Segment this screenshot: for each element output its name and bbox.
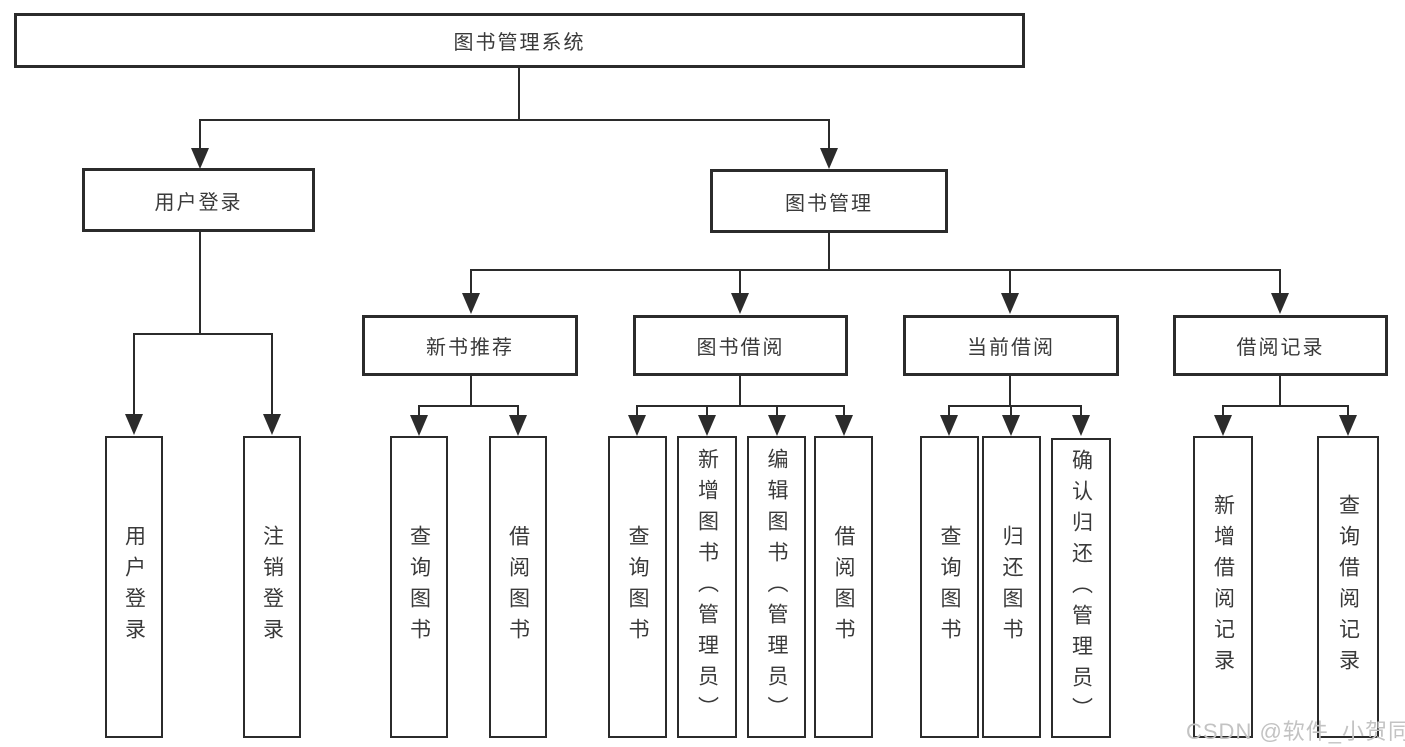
node-user-login: 用户登录 xyxy=(82,168,315,232)
connector-line xyxy=(948,405,1082,407)
leaf-label: 借阅图书 xyxy=(832,525,855,649)
node-user-login-label: 用户登录 xyxy=(154,191,243,214)
arrow-down-icon xyxy=(410,415,428,436)
leaf-label: 归还图书 xyxy=(1000,525,1023,649)
connector-line xyxy=(1080,405,1082,416)
arrow-down-icon xyxy=(462,293,480,314)
arrow-down-icon xyxy=(835,415,853,436)
connector-line xyxy=(518,67,520,121)
node-root-label: 图书管理系统 xyxy=(453,32,586,54)
connector-line xyxy=(948,405,950,416)
leaf-label: 查询图书 xyxy=(407,525,431,649)
connector-line xyxy=(418,405,519,407)
leaf-label: 注销登录 xyxy=(260,525,284,649)
node-current-borrow-label: 当前借阅 xyxy=(967,337,1055,359)
connector-line xyxy=(199,119,201,150)
leaf-label: 查询借阅记录 xyxy=(1336,494,1360,680)
connector-line xyxy=(517,405,519,416)
leaf-return-books: 归还图书 xyxy=(982,436,1041,738)
arrow-down-icon xyxy=(1271,293,1289,314)
connector-line xyxy=(418,405,420,416)
connector-line xyxy=(199,119,830,121)
connector-line xyxy=(1010,405,1012,416)
arrow-down-icon xyxy=(1214,415,1232,436)
connector-line xyxy=(1222,405,1224,416)
leaf-edit-books-admin: 编辑图书（管理员） xyxy=(747,436,806,738)
connector-line xyxy=(739,269,741,294)
leaf-borrow-books-recommend: 借阅图书 xyxy=(489,436,547,738)
arrow-down-icon xyxy=(1001,293,1019,314)
connector-line xyxy=(1009,376,1011,407)
arrow-down-icon xyxy=(1002,415,1020,436)
connector-line xyxy=(1279,269,1281,294)
node-book-mgmt-label: 图书管理 xyxy=(785,192,873,215)
connector-line xyxy=(199,232,201,335)
leaf-query-books: 查询图书 xyxy=(608,436,667,738)
connector-line xyxy=(776,405,778,416)
connector-line xyxy=(828,119,830,150)
node-root: 图书管理系统 xyxy=(14,13,1025,68)
leaf-label: 借阅图书 xyxy=(506,525,530,649)
arrow-down-icon xyxy=(731,293,749,314)
leaf-label: 查询图书 xyxy=(626,525,649,649)
connector-line xyxy=(133,333,135,415)
arrow-down-icon xyxy=(125,414,143,435)
connector-line xyxy=(636,405,638,416)
arrow-down-icon xyxy=(1072,415,1090,436)
connector-line xyxy=(706,405,708,416)
leaf-query-borrow-record: 查询借阅记录 xyxy=(1317,436,1379,738)
leaf-logout: 注销登录 xyxy=(243,436,301,738)
node-new-book-recommend-label: 新书推荐 xyxy=(426,337,514,359)
leaf-add-borrow-record: 新增借阅记录 xyxy=(1193,436,1253,738)
leaf-query-books-recommend: 查询图书 xyxy=(390,436,448,738)
node-book-borrow: 图书借阅 xyxy=(633,315,848,376)
connector-line xyxy=(470,269,1281,271)
arrow-down-icon xyxy=(628,415,646,436)
arrow-down-icon xyxy=(263,414,281,435)
arrow-down-icon xyxy=(1339,415,1357,436)
connector-line xyxy=(1222,405,1349,407)
leaf-confirm-return-admin: 确认归还（管理员） xyxy=(1051,438,1111,738)
arrow-down-icon xyxy=(698,415,716,436)
leaf-user-login: 用户登录 xyxy=(105,436,163,738)
connector-line xyxy=(271,333,273,415)
node-book-mgmt: 图书管理 xyxy=(710,169,948,233)
leaf-query-books-current: 查询图书 xyxy=(920,436,979,738)
leaf-label: 新增图书（管理员） xyxy=(695,447,719,727)
arrow-down-icon xyxy=(768,415,786,436)
connector-line xyxy=(470,376,472,407)
node-current-borrow: 当前借阅 xyxy=(903,315,1119,376)
connector-line xyxy=(1009,269,1011,294)
connector-line xyxy=(739,376,741,407)
node-new-book-recommend: 新书推荐 xyxy=(362,315,578,376)
connector-line xyxy=(843,405,845,416)
leaf-label: 新增借阅记录 xyxy=(1211,494,1235,680)
node-borrow-records: 借阅记录 xyxy=(1173,315,1388,376)
csdn-watermark: CSDN @软件_小贺同学 xyxy=(1186,719,1405,744)
connector-line xyxy=(470,269,472,294)
leaf-label: 用户登录 xyxy=(122,525,146,649)
connector-line xyxy=(133,333,273,335)
arrow-down-icon xyxy=(940,415,958,436)
arrow-down-icon xyxy=(509,415,527,436)
connector-line xyxy=(1347,405,1349,416)
leaf-label: 查询图书 xyxy=(938,525,961,649)
leaf-label: 编辑图书（管理员） xyxy=(765,447,788,727)
arrow-down-icon xyxy=(820,148,838,169)
node-borrow-records-label: 借阅记录 xyxy=(1236,337,1325,359)
leaf-borrow-books: 借阅图书 xyxy=(814,436,873,738)
node-book-borrow-label: 图书借阅 xyxy=(696,337,785,359)
leaf-add-books-admin: 新增图书（管理员） xyxy=(677,436,737,738)
connector-line xyxy=(828,233,830,271)
connector-line xyxy=(1279,376,1281,407)
arrow-down-icon xyxy=(191,148,209,169)
connector-line xyxy=(636,405,845,407)
leaf-label: 确认归还（管理员） xyxy=(1069,448,1093,728)
